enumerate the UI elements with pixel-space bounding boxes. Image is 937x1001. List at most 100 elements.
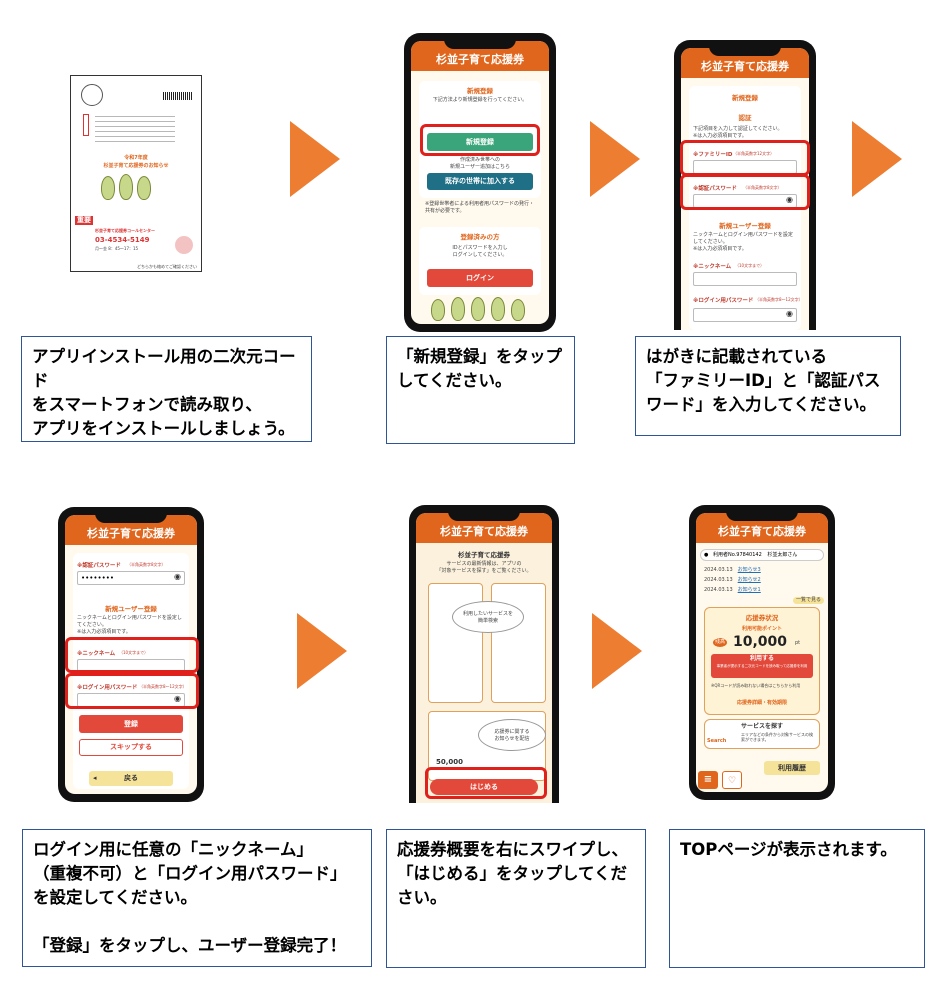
user-id: 利用者No.97840142 [713, 552, 762, 558]
mascot-image [137, 176, 151, 200]
news-date: 2024.03.13 [704, 577, 733, 583]
back-button-label: 戻る [124, 774, 138, 782]
nickname-label: ※ニックネーム [77, 651, 116, 657]
section-title: 新規登録 [467, 87, 493, 95]
detail-link[interactable]: 応援券詳細・有効期限 [736, 700, 787, 706]
news-title: お知らせ1 [737, 587, 761, 593]
arrow-right-icon [297, 613, 347, 689]
eye-icon[interactable]: ◉ [174, 694, 181, 703]
phone-notch [444, 37, 516, 49]
news-more-link[interactable]: 一覧で見る [792, 597, 824, 604]
app-header: 杉並子育て応援券 [681, 48, 809, 78]
points-badge: 残高 [713, 638, 728, 647]
phone-screen-authentication: 杉並子育て応援券 新規登録 認証 下記項目を入力して認証してください。 ※は入力… [674, 40, 816, 330]
new-user-title: 新規ユーザー登録 [719, 222, 771, 230]
new-user-title: 新規ユーザー登録 [105, 605, 157, 613]
phone-screen-overview: 杉並子育て応援券 杉並子育て応援券 サービスの最新情報は、アプリの 「対象サービ… [409, 505, 559, 803]
points-unit: pt [795, 640, 801, 646]
auth-password-hint: （半角英数字8文字） [743, 185, 782, 190]
mascot-image [511, 299, 525, 321]
auth-title: 認証 [738, 114, 752, 122]
eye-icon[interactable]: ◉ [174, 572, 181, 581]
back-button[interactable]: ◂ 戻る [89, 771, 173, 786]
use-button-label: 利用する [749, 655, 774, 662]
new-registration-section: 新規登録 下記方法より新規登録を行ってください。 新規登録 作成済み世帯への 新… [419, 81, 541, 198]
highlight-start [425, 767, 547, 799]
history-button[interactable]: 利用履歴 [764, 761, 820, 775]
mascot-image [431, 299, 445, 321]
nickname-input[interactable] [693, 272, 797, 286]
postcard-image: 令和7年度 杉並子育て応援券のお知らせ 重要 杉並子育て応援券コールセンター 0… [70, 75, 202, 272]
points-value: 10,000 [733, 634, 788, 650]
auth-password-label: ※認証パスワード [693, 186, 737, 192]
caption-step2: 「新規登録」をタップ してください。 [386, 336, 575, 444]
app-header: 杉並子育て応援券 [696, 513, 828, 543]
news-title: お知らせ2 [737, 577, 761, 583]
login-password-hint: （半角英数字8～12文字） [755, 297, 803, 302]
qr-note[interactable]: ※QRコードが読み取れない場合はこちらから利用 [711, 683, 801, 688]
new-user-desc: ニックネームとログイン用パスワードを設定してください。 ※は入力必須項目です。 [693, 232, 793, 252]
login-password-input[interactable] [693, 308, 797, 322]
arrow-right-icon [852, 121, 902, 197]
qr-mascot [175, 236, 193, 254]
start-button[interactable]: はじめる [430, 779, 538, 795]
login-desc: IDとパスワードを入力し ログインしてください。 [452, 245, 508, 258]
postage-stamp-mark [81, 84, 103, 106]
status-title: 応援券状況 [745, 614, 779, 622]
login-password-label: ※ログイン用パスワード [693, 298, 754, 304]
app-screen: 杉並子育て応援券 ※認証パスワード （半角英数字8文字） •••••••• ◉ … [65, 515, 197, 794]
eye-icon[interactable]: ◉ [786, 195, 793, 204]
heart-icon[interactable]: ♡ [722, 771, 742, 789]
app-screen: 杉並子育て応援券 杉並子育て応援券 サービスの最新情報は、アプリの 「対象サービ… [416, 513, 552, 803]
join-note: ※登録世帯者による利用者用パスワードの発行・共有が必要です。 [425, 201, 535, 214]
search-title: サービスを探す [741, 723, 784, 730]
eye-icon[interactable]: ◉ [786, 309, 793, 318]
user-name: 杉並太郎さん [767, 552, 798, 558]
overview-desc: サービスの最新情報は、アプリの 「対象サービスを探す」をご覧ください。 [436, 561, 532, 574]
skip-button[interactable]: スキップする [79, 739, 183, 756]
highlight-auth-password [680, 174, 810, 210]
auth-password-input[interactable]: •••••••• [77, 571, 185, 585]
phone-screen-new-registration: 杉並子育て応援券 新規登録 下記方法より新規登録を行ってください。 新規登録 作… [404, 33, 556, 332]
app-screen: 杉並子育て応援券 ● 利用者No.97840142 杉並太郎さん 2024.03… [696, 513, 828, 792]
arrow-right-icon [590, 121, 640, 197]
login-password-label: ※ログイン用パスワード [77, 685, 138, 691]
join-household-button[interactable]: 既存の世帯に加入する [427, 173, 533, 190]
phone-screen-user-registration: 杉並子育て応援券 ※認証パスワード （半角英数字8文字） •••••••• ◉ … [58, 507, 204, 802]
search-desc: エリアなどの条件から対象サービスの検索ができます。 [741, 732, 813, 742]
user-bar: ● 利用者No.97840142 杉並太郎さん [700, 549, 824, 561]
login-button[interactable]: ログイン [427, 269, 533, 287]
postcard-title-2: 杉並子育て応援券のお知らせ [103, 163, 169, 169]
phone-notch [95, 511, 167, 523]
mascot-image [101, 176, 115, 200]
mascot-image [451, 297, 465, 321]
important-badge: 重要 [75, 216, 93, 225]
mascot-image [491, 297, 505, 321]
phone-notch [709, 44, 781, 56]
call-center: 杉並子育て応援券コールセンター [95, 228, 155, 233]
news-item[interactable]: 2024.03.13 お知らせ1 [704, 587, 761, 594]
caption-step6: TOPページが表示されます。 [669, 829, 925, 968]
auth-desc: 下記項目を入力して認証してください。 ※は入力必須項目です。 [693, 126, 783, 139]
highlight-new-registration [420, 124, 540, 156]
news-item[interactable]: 2024.03.13 お知らせ3 [704, 567, 761, 574]
mascot-image [119, 174, 133, 200]
red-mark [83, 114, 89, 136]
auth-password-hint: （半角英数字8文字） [127, 562, 166, 567]
highlight-login-password [65, 673, 199, 709]
caption-step1: アプリインストール用の二次元コード をスマートフォンで読み取り、 アプリをインス… [21, 336, 312, 442]
status-card: 応援券状況 利用可能ポイント 残高 10,000 pt 利用する 事業者が提示す… [704, 607, 820, 715]
highlight-family-id [680, 140, 810, 176]
use-button[interactable]: 利用する 事業者が提示する二次元コードを読み取って応援券を利用 [711, 654, 813, 678]
phone-screen-top-page: 杉並子育て応援券 ● 利用者No.97840142 杉並太郎さん 2024.03… [689, 505, 835, 800]
search-service-card[interactable]: Search サービスを探す エリアなどの条件から対象サービスの検索ができます。 [704, 719, 820, 749]
speech-bubble-news: 応援券に関する お知らせを配信 [478, 719, 546, 751]
news-item[interactable]: 2024.03.13 お知らせ2 [704, 577, 761, 584]
news-date: 2024.03.13 [704, 587, 733, 593]
menu-icon[interactable]: ≡ [698, 771, 718, 789]
amount-value: 50,000 [436, 758, 464, 766]
new-user-desc: ニックネームとログイン用パスワードを設定してください。 ※は入力必須項目です。 [77, 615, 182, 635]
new-registration-button[interactable]: 新規登録 [427, 133, 533, 151]
call-center-phone: 03-4534-5149 [95, 236, 150, 244]
register-button[interactable]: 登録 [79, 715, 183, 733]
